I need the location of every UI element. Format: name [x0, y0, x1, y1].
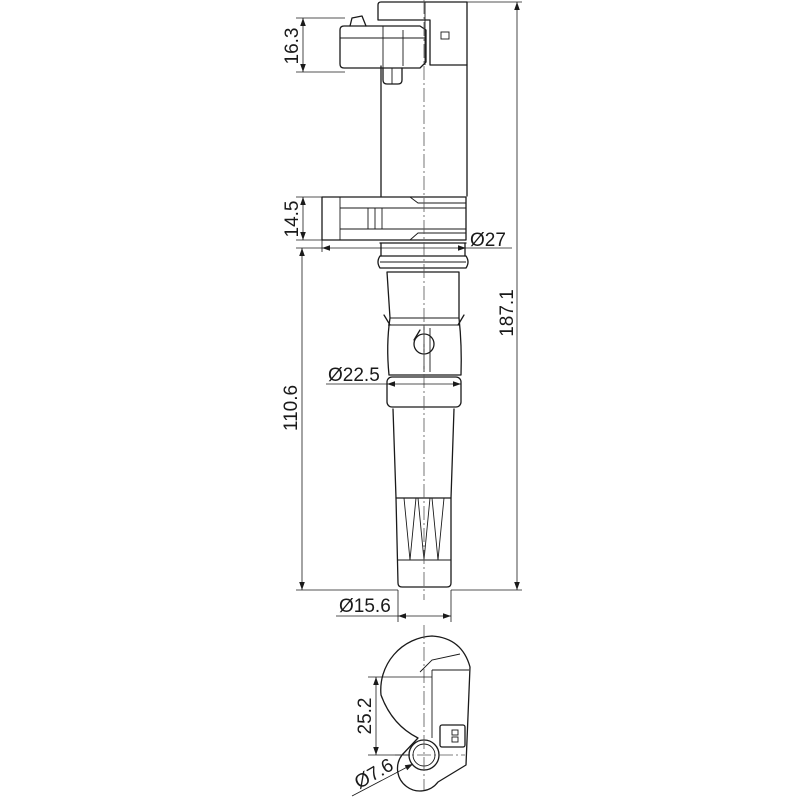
upper-body — [380, 64, 468, 197]
dim-total-length: 187.1 — [497, 289, 518, 337]
dim-connector-height: 16.3 — [282, 28, 303, 65]
mounting-bracket — [321, 196, 467, 241]
seal-rings — [377, 242, 469, 269]
dim-bracket-diameter: Ø27 — [470, 230, 506, 251]
top-view — [380, 625, 471, 792]
dim-lower-length: 110.6 — [281, 385, 302, 431]
dim-tip-diameter: Ø15.6 — [339, 596, 391, 617]
dim-bracket-offset: 25.2 — [355, 698, 376, 735]
dimension-lines — [296, 1, 522, 622]
front-view — [321, 0, 469, 600]
dim-boot-diameter: Ø22.5 — [328, 365, 380, 386]
top-view-dimensions — [351, 676, 432, 797]
connector-head — [339, 1, 468, 85]
dimension-labels: 16.3 14.5 Ø27 187.1 Ø22.5 110.6 Ø15.6 25… — [281, 28, 518, 794]
lower-shaft — [392, 408, 455, 588]
dim-bracket-height: 14.5 — [282, 201, 303, 238]
dim-hole-diameter: Ø7.6 — [351, 755, 397, 794]
